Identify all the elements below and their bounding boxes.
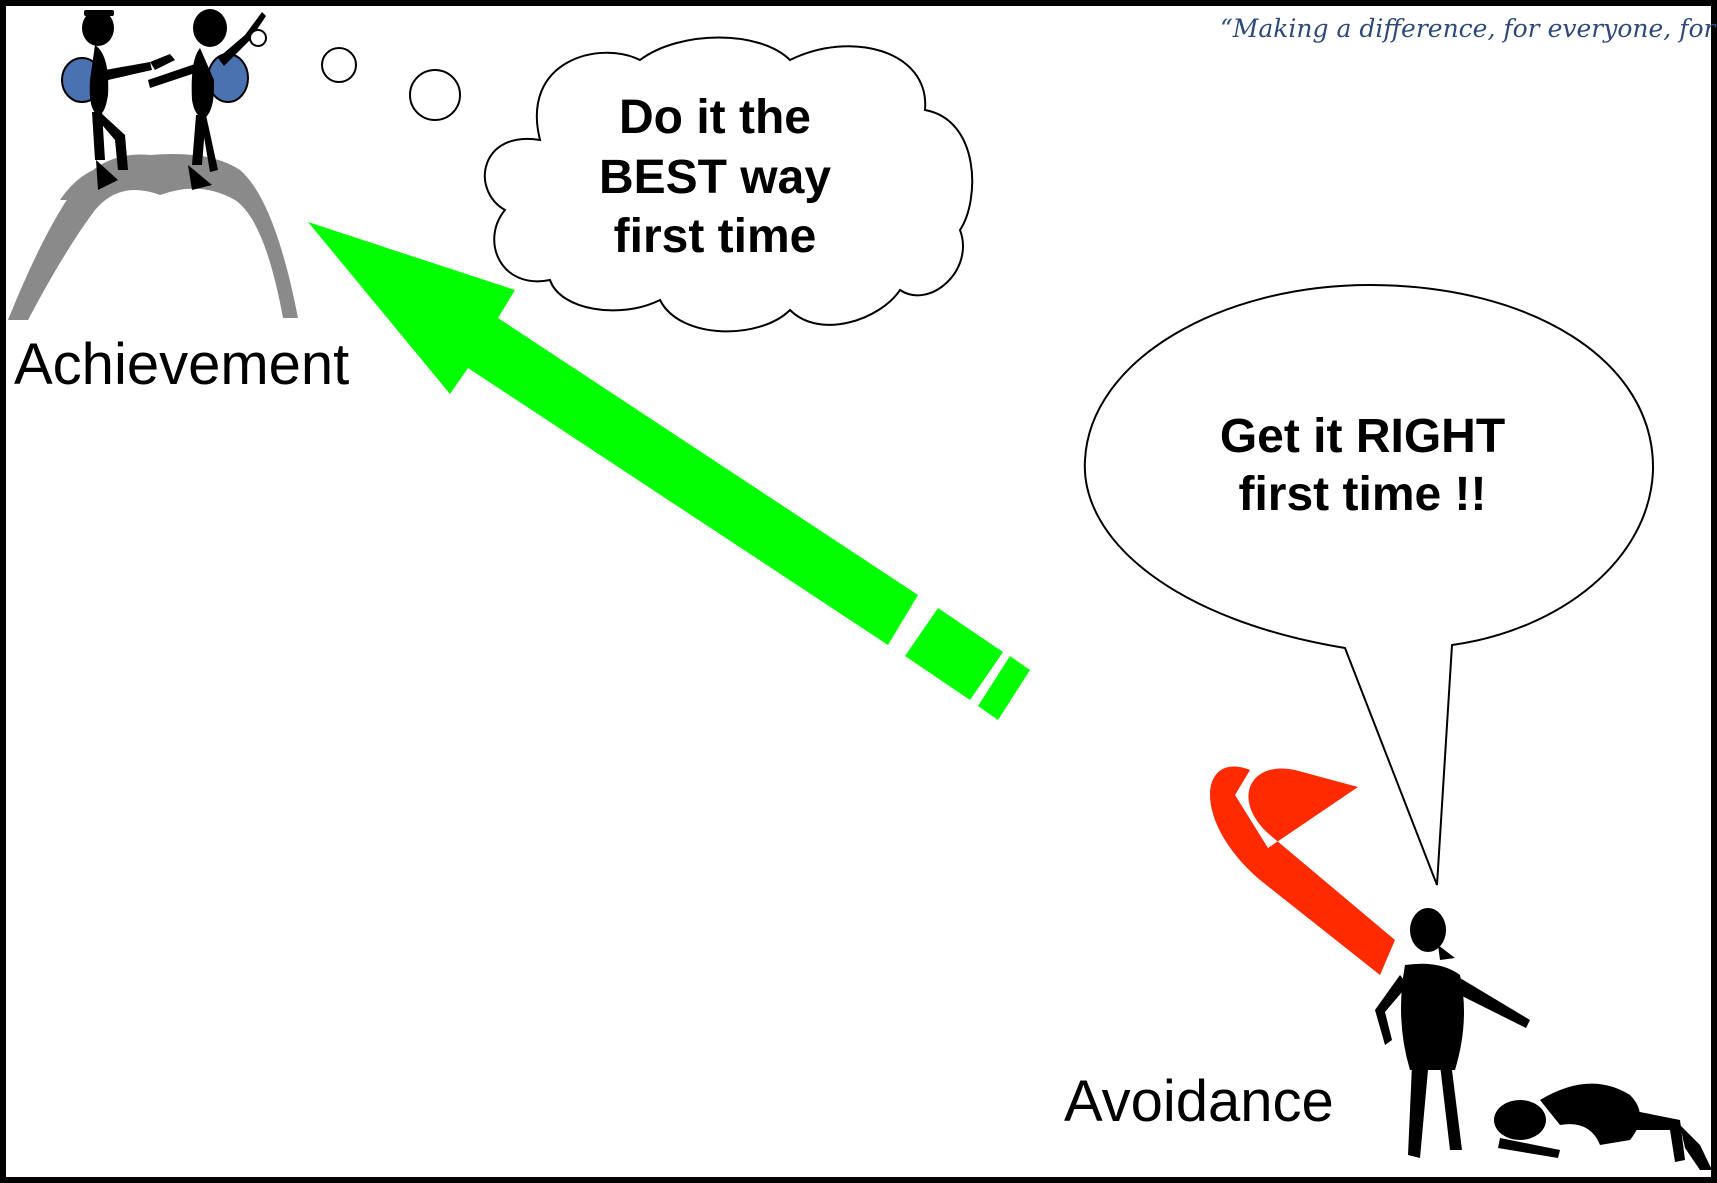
speech-bubble-text: Get it RIGHT first time !! — [1140, 408, 1585, 523]
speech-line-2: first time !! — [1238, 467, 1487, 521]
thought-cloud-shape — [483, 36, 974, 333]
thought-line-1: Do it the — [619, 91, 811, 144]
red-uturn-arrow-icon — [1210, 766, 1395, 975]
avoidance-label: Avoidance — [1064, 1069, 1334, 1134]
green-arrow-icon — [308, 222, 1030, 720]
thought-line-3: first time — [613, 210, 817, 264]
achievement-label: Achievement — [14, 332, 350, 397]
climbers-icon — [61, 9, 266, 190]
speech-bubble-shape — [1083, 283, 1655, 886]
thought-dot-small — [249, 29, 267, 47]
pointing-man-icon — [1375, 908, 1530, 1158]
mountain-icon — [8, 154, 298, 320]
speech-line-1: Get it RIGHT — [1219, 410, 1506, 463]
kneeling-man-icon — [1494, 1083, 1712, 1170]
header-quote: “Making a difference, for everyone, for … — [1220, 14, 1717, 43]
thought-dot-medium — [321, 47, 357, 83]
thought-dot-large — [409, 69, 461, 121]
thought-line-2: BEST way — [598, 150, 832, 204]
thought-bubble-text: Do it the BEST way first time — [555, 88, 875, 267]
